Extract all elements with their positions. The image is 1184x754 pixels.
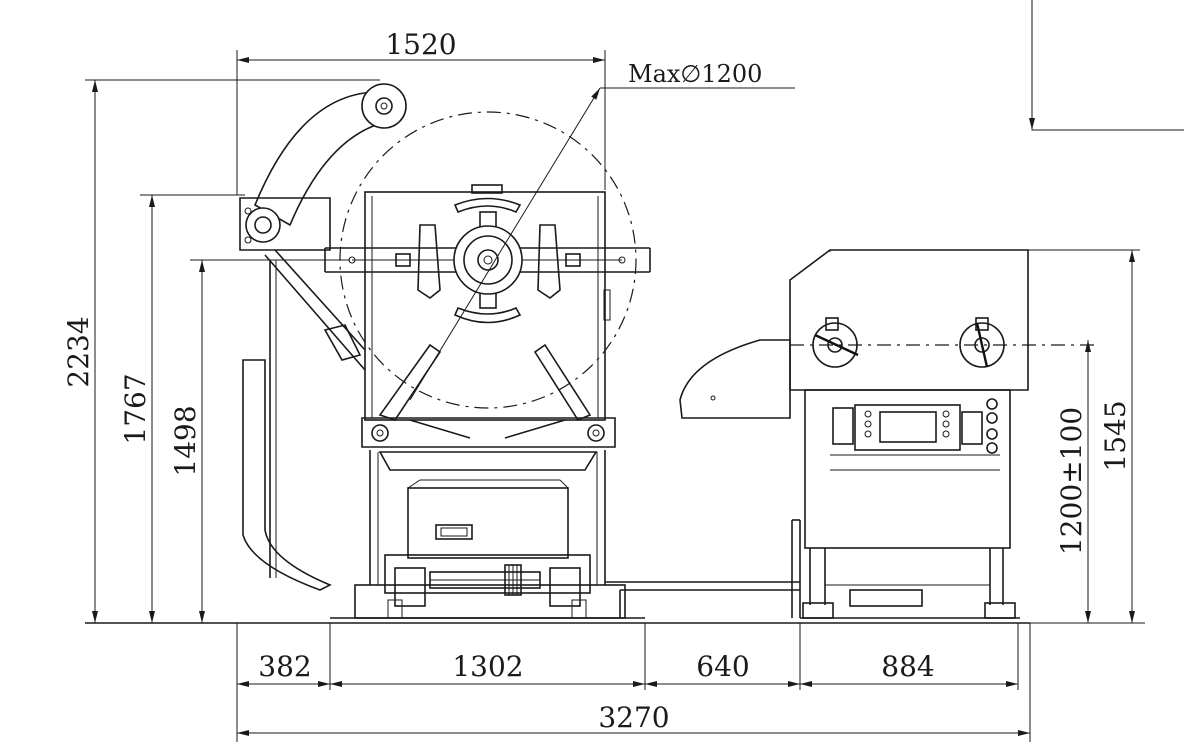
coil-guide-left — [378, 343, 442, 421]
dim-straightener-height: 1545 — [1099, 400, 1132, 471]
handwheel-left — [812, 317, 859, 368]
dim-seg-3: 640 — [696, 650, 749, 683]
dim-overall-length: 3270 — [598, 701, 669, 734]
coil-guide-right — [533, 343, 592, 421]
uncoiler-frame — [364, 191, 606, 421]
dim-top-width: 1520 — [385, 28, 456, 61]
dim-seg-4: 884 — [881, 650, 934, 683]
dim-arm-height: 1767 — [119, 373, 152, 444]
straightener-body — [804, 389, 1011, 549]
entry-table — [679, 339, 791, 419]
handwheel-right — [959, 317, 1005, 368]
coil-support-beam — [361, 417, 616, 448]
control-panel — [854, 404, 961, 451]
machine-body — [85, 0, 1184, 624]
dim-overall-height: 2234 — [62, 316, 95, 387]
dim-mandrel-height: 1498 — [169, 405, 202, 476]
base-plate — [354, 584, 626, 619]
gearbox — [407, 487, 569, 559]
dimension-lines — [85, 50, 1145, 742]
dimension-labels: 1520 Max∅1200 2234 1767 1498 1200±100 15… — [62, 28, 1132, 734]
dim-pass-line: 1200±100 — [1055, 407, 1088, 555]
dim-seg-1: 382 — [258, 650, 311, 683]
lower-guide — [242, 359, 332, 591]
dim-seg-2: 1302 — [452, 650, 523, 683]
dim-coil-diameter: Max∅1200 — [628, 60, 762, 88]
